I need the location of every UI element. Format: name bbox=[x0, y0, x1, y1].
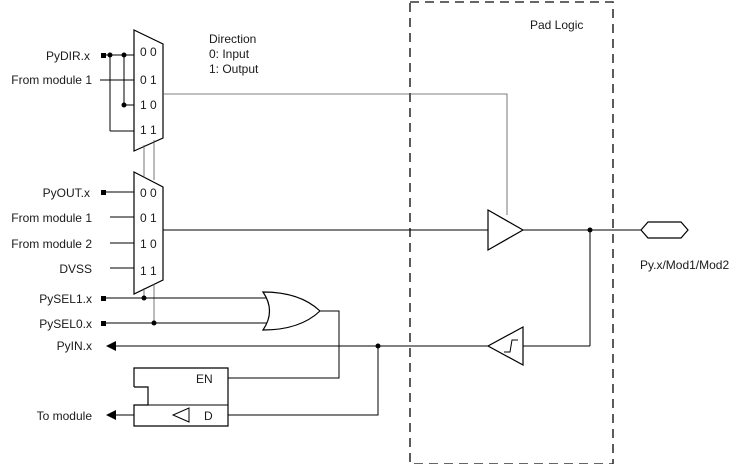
pad-logic-label: Pad Logic bbox=[530, 18, 583, 32]
latch-enable-label: EN bbox=[196, 372, 213, 386]
out-mux-select-01: 0 1 bbox=[140, 211, 157, 225]
pysel0-pin bbox=[101, 321, 106, 326]
to-module-label: To module bbox=[37, 409, 93, 423]
direction-title: Direction bbox=[209, 32, 256, 46]
dir-mux-select-00: 0 0 bbox=[140, 45, 157, 59]
input-latch: EN D bbox=[133, 367, 229, 427]
dir-mux-select-10: 1 0 bbox=[140, 98, 157, 112]
output-driver bbox=[487, 208, 525, 252]
latch-buffer-icon bbox=[171, 407, 190, 423]
pyout-pin bbox=[101, 190, 106, 195]
out-mux-select-00: 0 0 bbox=[140, 186, 157, 200]
dir-mux-select-01: 0 1 bbox=[140, 73, 157, 87]
pysel1-label: PySEL1.x bbox=[39, 292, 92, 306]
pyin-label: PyIN.x bbox=[57, 339, 92, 353]
direction-input-note: 0: Input bbox=[209, 47, 250, 61]
out-mux-select-11: 1 1 bbox=[140, 264, 157, 278]
input-buffer bbox=[486, 325, 524, 367]
pysel0-label: PySEL0.x bbox=[39, 317, 92, 331]
pydir-pin bbox=[101, 53, 106, 58]
direction-mux: 0 0 0 1 1 0 1 1 bbox=[133, 29, 164, 152]
out-from-module1-label: From module 1 bbox=[11, 211, 92, 225]
pysel1-pin bbox=[101, 296, 106, 301]
schmitt-icon bbox=[504, 339, 518, 353]
dvss-label: DVSS bbox=[59, 262, 92, 276]
output-mux: 0 0 0 1 1 0 1 1 bbox=[133, 171, 164, 295]
dir-from-module1-label: From module 1 bbox=[11, 73, 92, 87]
pyout-label: PyOUT.x bbox=[43, 186, 90, 200]
out-mux-select-10: 1 0 bbox=[140, 237, 157, 251]
or-gate bbox=[261, 291, 321, 331]
dir-mux-select-11: 1 1 bbox=[140, 123, 157, 137]
direction-output-note: 1: Output bbox=[209, 62, 259, 76]
pin-connector bbox=[640, 221, 689, 239]
to-module-arrow bbox=[106, 410, 116, 420]
pydir-label: PyDIR.x bbox=[46, 49, 90, 63]
pin-label: Py.x/Mod1/Mod2 bbox=[640, 258, 729, 272]
pyin-arrow bbox=[106, 341, 116, 351]
out-from-module2-label: From module 2 bbox=[11, 237, 92, 251]
latch-data-label: D bbox=[204, 409, 213, 423]
